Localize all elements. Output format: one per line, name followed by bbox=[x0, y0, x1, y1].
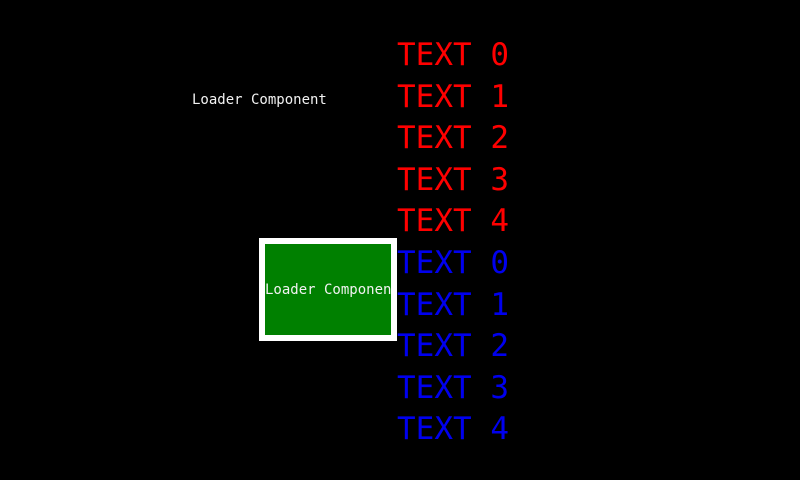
list-item: TEXT 0 bbox=[397, 245, 509, 281]
list-item: TEXT 4 bbox=[397, 411, 509, 448]
list-item: TEXT 1 bbox=[397, 286, 509, 323]
loader-panel-clip: Loader Component bbox=[265, 244, 391, 335]
blue-text-repeater: TEXT 0 TEXT 1 TEXT 2 TEXT 3 TEXT 4 bbox=[397, 243, 509, 451]
list-item: TEXT 2 bbox=[397, 120, 509, 157]
list-item: TEXT 3 bbox=[397, 369, 509, 406]
list-item: TEXT 3 bbox=[397, 161, 509, 198]
list-item: TEXT 4 bbox=[397, 203, 509, 240]
loader-component-panel[interactable]: Loader Component bbox=[259, 238, 397, 341]
list-item: TEXT 1 bbox=[397, 78, 509, 115]
loader-component-label: Loader Component bbox=[192, 92, 327, 108]
list-item: TEXT 0 bbox=[397, 37, 509, 73]
list-item: TEXT 2 bbox=[397, 328, 509, 365]
loader-panel-label: Loader Component bbox=[265, 282, 391, 298]
red-text-repeater: TEXT 0 TEXT 1 TEXT 2 TEXT 3 TEXT 4 bbox=[397, 35, 509, 243]
